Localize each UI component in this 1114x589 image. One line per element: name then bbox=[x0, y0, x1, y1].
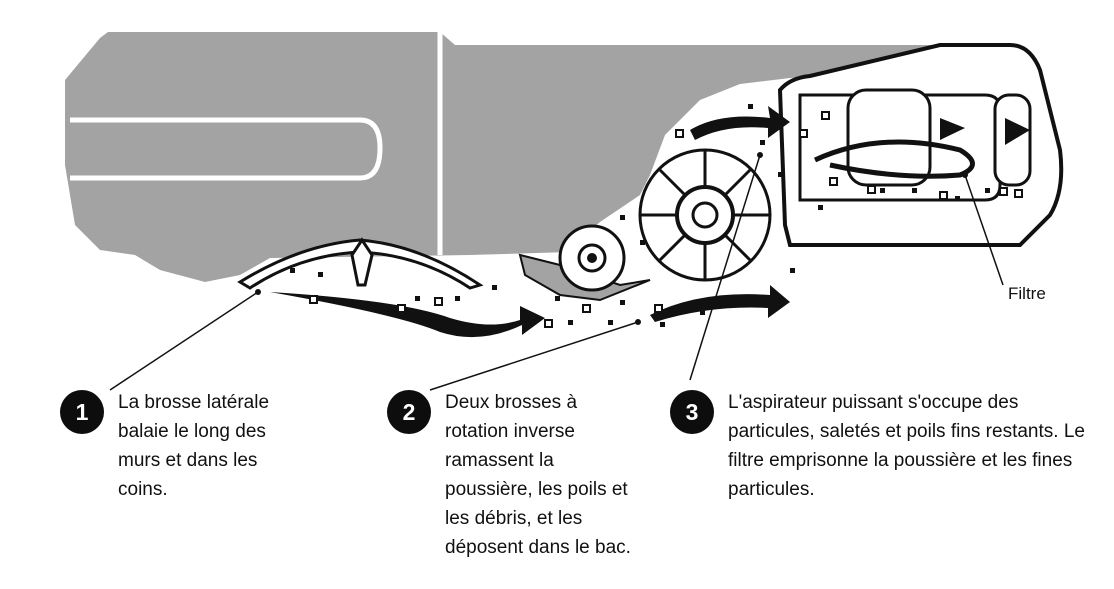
dust-bin-inner bbox=[798, 93, 1002, 202]
side-brush-hub bbox=[350, 237, 374, 287]
debris-flakes bbox=[309, 111, 1023, 328]
leader-line-2 bbox=[429, 321, 639, 391]
filter-label: Filtre bbox=[1008, 284, 1046, 303]
main-brush-bristles bbox=[640, 150, 770, 280]
debris-particles bbox=[290, 104, 990, 327]
step-2-badge: 2 bbox=[387, 390, 431, 434]
air-swirl bbox=[813, 139, 975, 179]
front-brush-core bbox=[587, 253, 597, 263]
debris-flow-arrow-2 bbox=[650, 285, 790, 322]
robot-body bbox=[65, 32, 948, 282]
leader-dot-3 bbox=[757, 152, 763, 158]
air-flow-arrow-exit bbox=[1005, 118, 1030, 145]
step-2-description: Deux brosses à rotation inverse ramassen… bbox=[445, 392, 631, 558]
step-1: 1 La brosse latérale balaie le long des … bbox=[60, 390, 320, 504]
leader-line-3 bbox=[689, 154, 761, 381]
carry-handle bbox=[70, 117, 383, 181]
step-3-badge: 3 bbox=[670, 390, 714, 434]
air-flow-arrow-bin bbox=[940, 118, 965, 140]
filter-element bbox=[846, 88, 932, 187]
leader-dot-filter bbox=[962, 172, 968, 178]
step-2: 2 Deux brosses à rotation inverse ramass… bbox=[387, 390, 657, 562]
step-3: 3 L'aspirateur puissant s'occupe des par… bbox=[670, 390, 1090, 504]
step-1-badge: 1 bbox=[60, 390, 104, 434]
debris-flow-arrow-1 bbox=[270, 292, 545, 338]
leader-line-filter bbox=[964, 174, 1004, 286]
main-brush-core bbox=[691, 201, 719, 229]
step-3-description: L'aspirateur puissant s'occupe des parti… bbox=[728, 392, 1085, 500]
debris-flow-arrow-3 bbox=[690, 106, 790, 140]
leader-dot-1 bbox=[255, 289, 261, 295]
leader-dot-2 bbox=[635, 319, 641, 325]
leader-line-1 bbox=[109, 291, 259, 391]
step-1-description: La brosse latérale balaie le long des mu… bbox=[118, 392, 270, 500]
